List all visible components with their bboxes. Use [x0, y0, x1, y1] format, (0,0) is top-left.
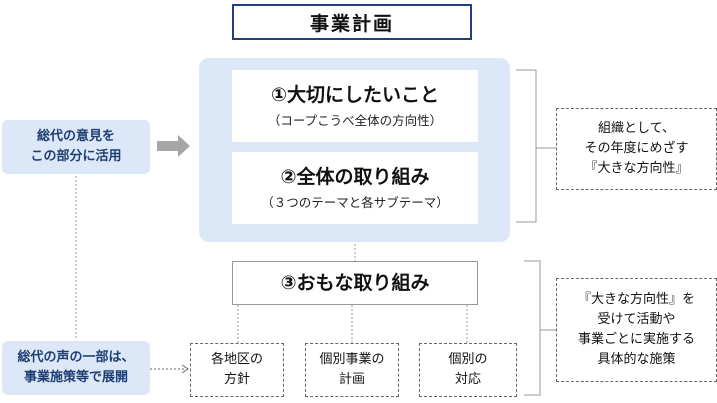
sub-box-business-plan: 個別事業の 計画: [305, 343, 399, 397]
note-direction: 組織として、 その年度にめざす 『大きな方向性』: [556, 108, 717, 190]
note-bottom-line3: 事業ごとに実施する: [577, 332, 695, 347]
sub-2-line2: 計画: [338, 372, 365, 387]
note-top-line3: 『大きな方向性』: [584, 161, 689, 176]
box-overall: ②全体の取り組み （３つのテーマと各サブテーマ）: [232, 152, 478, 224]
sub-3-line1: 個別の: [448, 352, 488, 367]
box-important-sub: （コープこうべ全体の方向性）: [267, 113, 443, 128]
sub-2-line1: 個別事業の: [319, 352, 385, 367]
bottom-arrow-head: [181, 364, 189, 374]
left-bottom-line2: 事業施策等で展開: [23, 370, 128, 385]
left-top-line2: この部分に活用: [30, 149, 122, 164]
gray-arrow: [157, 135, 190, 157]
sub-box-district: 各地区の 方針: [190, 343, 284, 397]
left-bottom-line1: 総代の声の一部は、: [17, 350, 135, 365]
sub-1-line2: 方針: [223, 372, 250, 387]
sub-box-individual-response: 個別の 対応: [419, 343, 517, 397]
left-top-line1: 総代の意見を: [36, 129, 115, 144]
box-overall-sub: （３つのテーマと各サブテーマ）: [261, 195, 449, 210]
upper-bracket: [516, 69, 537, 223]
note-bottom-line2: 受けて活動や: [597, 312, 676, 327]
box-important: ①大切にしたいこと （コープこうべ全体の方向性）: [232, 70, 478, 142]
note-bottom-line1: 『大きな方向性』を: [577, 292, 695, 307]
note-top-line2: その年度にめざす: [584, 141, 689, 156]
page-title: 事業計画: [232, 4, 472, 40]
box-important-title: ①大切にしたいこと: [270, 84, 440, 106]
note-bottom-line4: 具体的な施策: [597, 352, 676, 367]
note-top-line1: 組織として、: [598, 121, 675, 136]
sub-3-line2: 対応: [454, 372, 481, 387]
left-label-top: 総代の意見を この部分に活用: [2, 120, 150, 174]
lower-bracket: [524, 260, 541, 396]
box-overall-title: ②全体の取り組み: [280, 166, 430, 188]
left-label-bottom: 総代の声の一部は、 事業施策等で展開: [2, 341, 150, 395]
box-main-initiatives: ③おもな取り組み: [232, 261, 478, 305]
note-measures: 『大きな方向性』を 受けて活動や 事業ごとに実施する 具体的な施策: [556, 278, 717, 382]
box-main-title: ③おもな取り組み: [280, 272, 430, 294]
sub-1-line1: 各地区の: [210, 352, 263, 367]
